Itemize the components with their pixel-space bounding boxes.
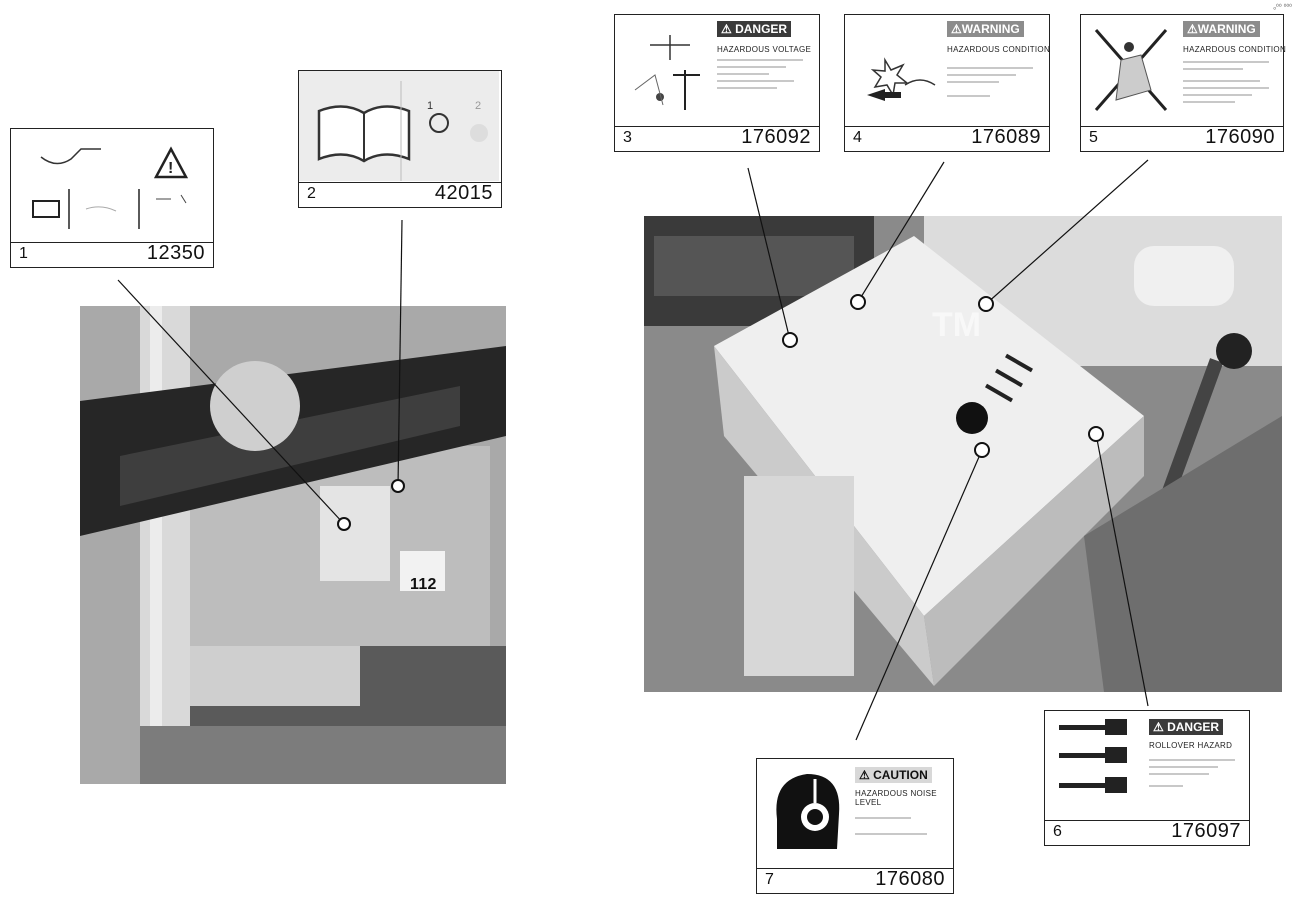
- decal-6-part-number: 176097: [1171, 820, 1241, 842]
- decal-6: ⚠ DANGER ROLLOVER HAZARD 6 176097: [1044, 710, 1250, 846]
- photo-label-112: 112: [410, 576, 437, 593]
- decal-3-part-number: 176092: [741, 126, 811, 148]
- decal-4-part-number: 176089: [971, 126, 1041, 148]
- corner-id: ₒ⁰⁰ ⁰⁰⁰: [1273, 4, 1292, 11]
- decal-2-part-number: 42015: [434, 182, 493, 204]
- decal-1-part-number: 12350: [146, 242, 205, 264]
- svg-text:2: 2: [475, 100, 481, 112]
- right-console-photo: [644, 216, 1282, 692]
- no-riding-icon: [1094, 29, 1168, 111]
- decal-4-subtitle: HAZARDOUS CONDITION: [947, 45, 1051, 54]
- decal-3-subtitle: HAZARDOUS VOLTAGE: [717, 45, 812, 54]
- decal-6-number: 6: [1053, 823, 1062, 840]
- decal-7-header: ⚠ CAUTION: [855, 767, 932, 783]
- decal-7: ⚠ CAUTION HAZARDOUS NOISE LEVEL 7 176080: [756, 758, 954, 894]
- decal-5: ⚠WARNING HAZARDOUS CONDITION 5 176090: [1080, 14, 1287, 152]
- decal-3: ⚠ DANGER HAZARDOUS VOLTAGE 3 176092: [614, 14, 820, 152]
- left-machine-photo: 112: [80, 306, 506, 784]
- svg-text:1: 1: [427, 100, 433, 112]
- decal-6-header: ⚠ DANGER: [1149, 719, 1224, 735]
- hearing-protection-icon: [776, 774, 840, 849]
- decal-5-header: ⚠WARNING: [1183, 21, 1260, 37]
- decal-6-subtitle: ROLLOVER HAZARD: [1149, 741, 1233, 750]
- decal-1-number: 1: [19, 245, 28, 262]
- right-photo-drawing: [644, 216, 1282, 692]
- decal-7-number: 7: [765, 871, 774, 888]
- watermark-tm: TM: [932, 306, 982, 344]
- decal-2-number: 2: [307, 185, 316, 202]
- decal-2-icons: 1 2: [299, 71, 499, 181]
- decal-7-subtitle: HAZARDOUS NOISE LEVEL: [855, 789, 937, 807]
- decal-4: ⚠WARNING HAZARDOUS CONDITION 4 176089: [844, 14, 1050, 152]
- decal-2: 1 2 2 42015: [298, 70, 502, 208]
- decal-3-number: 3: [623, 129, 632, 146]
- decal-3-header: ⚠ DANGER: [717, 21, 792, 37]
- manual-book-icon: [317, 105, 411, 163]
- left-photo-drawing: [80, 306, 506, 784]
- decal-4-number: 4: [853, 129, 862, 146]
- decal-1-icons: !: [32, 146, 189, 229]
- decal-7-part-number: 176080: [875, 868, 945, 890]
- decal-5-subtitle: HAZARDOUS CONDITION: [1183, 45, 1287, 54]
- svg-text:!: !: [168, 160, 173, 177]
- crush-hazard-icon: [867, 57, 936, 101]
- decal-5-number: 5: [1089, 129, 1098, 146]
- decal-1: ! 1 12350: [10, 128, 214, 268]
- rollover-levers-icon: [1059, 719, 1127, 793]
- power-line-icon: [634, 35, 700, 110]
- decal-4-header: ⚠WARNING: [947, 21, 1024, 37]
- decal-5-part-number: 176090: [1205, 126, 1275, 148]
